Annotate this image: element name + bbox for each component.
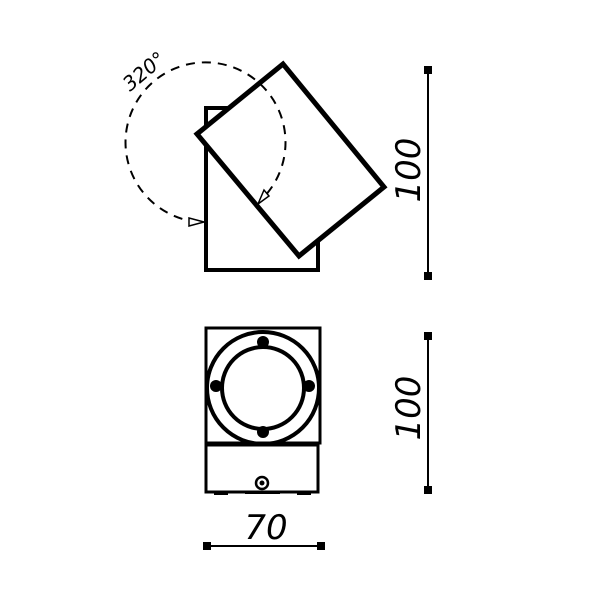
knob xyxy=(254,475,270,491)
arrow-head-right xyxy=(256,188,271,207)
side-view: 320° xyxy=(118,46,388,272)
rotated-head xyxy=(193,60,388,260)
side-height-label: 100 xyxy=(389,138,429,203)
rotation-label: 320° xyxy=(118,46,170,95)
front-width-dimension: 70 xyxy=(203,508,325,550)
lens xyxy=(220,345,306,431)
front-height-label: 100 xyxy=(389,376,429,441)
side-height-dimension: 100 xyxy=(389,66,432,280)
screws xyxy=(210,336,315,438)
arrow-head-left xyxy=(188,217,207,227)
front-width-label: 70 xyxy=(244,508,287,548)
rotation-arc xyxy=(124,61,287,223)
front-height-dimension: 100 xyxy=(389,332,432,494)
front-view xyxy=(204,326,322,495)
